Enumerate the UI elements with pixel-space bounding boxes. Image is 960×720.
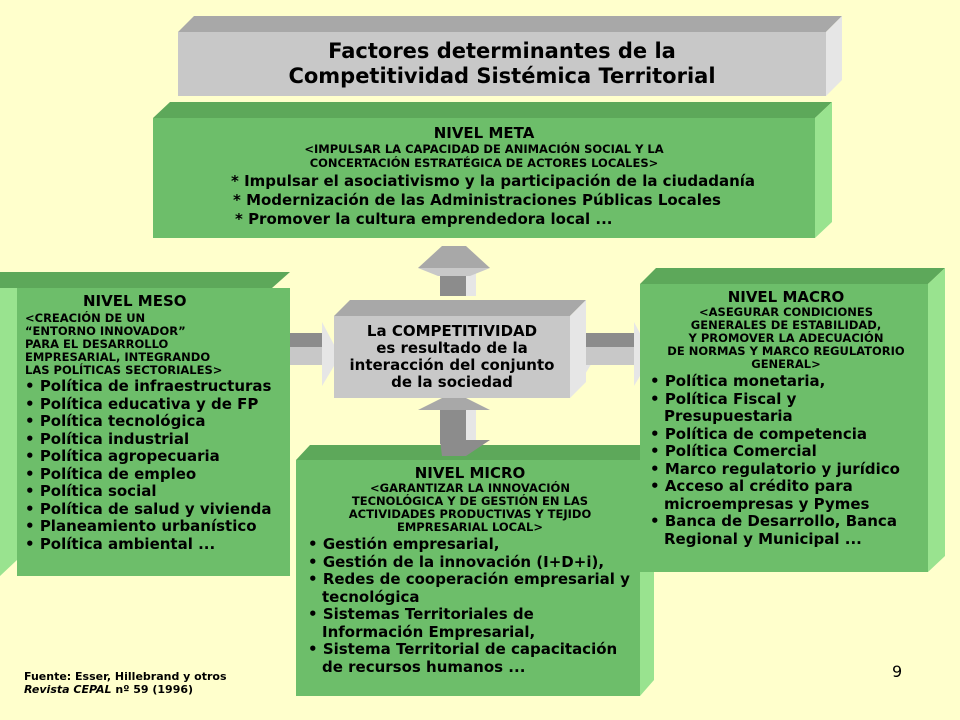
- macro-item: Banca de Desarrollo, Banca Regional y Mu…: [650, 512, 922, 548]
- micro-sub-3: ACTIVIDADES PRODUCTIVAS Y TEJIDO: [348, 507, 592, 521]
- macro-heading: NIVEL MACRO: [727, 288, 845, 306]
- meso-sub-1: <CREACIÓN DE UN: [25, 311, 146, 325]
- meso-sub-3: PARA EL DESARROLLO: [25, 337, 169, 351]
- meta-sub-2: CONCERTACIÓN ESTRATÉGICA DE ACTORES LOCA…: [309, 156, 659, 170]
- micro-item: Gestión de la innovación (I+D+i),: [308, 553, 632, 572]
- macro-sub-4: DE NORMAS Y MARCO REGULATORIO: [667, 344, 905, 358]
- meta-heading: NIVEL META: [433, 124, 535, 142]
- macro-box-side: [928, 268, 945, 572]
- macro-sub-3: Y PROMOVER LA ADECUACIÓN: [688, 331, 884, 345]
- meso-item: Política educativa y de FP: [25, 395, 290, 414]
- meso-heading: NIVEL MESO: [83, 292, 187, 310]
- meta-box-top: [153, 102, 832, 118]
- page-number: 9: [892, 662, 903, 681]
- macro-box-top: [640, 268, 945, 284]
- meta-item-2: * Modernización de las Administraciones …: [233, 191, 721, 209]
- title-line-2: Competitividad Sistémica Territorial: [288, 64, 716, 88]
- meso-item: Política tecnológica: [25, 412, 290, 431]
- center-line-3: interacción del conjunto: [349, 356, 555, 374]
- micro-item: Gestión empresarial,: [308, 535, 632, 554]
- source-note: Fuente: Esser, Hillebrand y otros Revist…: [24, 670, 227, 696]
- source-issue: nº 59 (1996): [111, 683, 194, 696]
- center-competitividad-box: La COMPETITIVIDAD es resultado de la int…: [334, 316, 570, 398]
- meta-box-side: [815, 102, 832, 238]
- micro-sub-2: TECNOLÓGICA Y DE GESTIÓN EN LAS: [351, 494, 589, 508]
- meso-item: Política agropecuaria: [25, 447, 290, 466]
- meso-box-side: [0, 288, 17, 576]
- meso-sub-4: EMPRESARIAL, INTEGRANDO: [25, 350, 211, 364]
- center-line-1: La COMPETITIVIDAD: [366, 322, 538, 340]
- meso-item: Política de salud y vivienda: [25, 500, 290, 519]
- center-line-2: es resultado de la: [376, 339, 528, 357]
- meso-sub-2: “ENTORNO INNOVADOR”: [25, 324, 186, 338]
- title-box-side: [826, 16, 842, 96]
- micro-box-top: [296, 445, 654, 460]
- meta-item-3: * Promover la cultura emprendedora local…: [235, 210, 613, 228]
- meso-item: Política de infraestructuras: [25, 377, 290, 396]
- macro-item: Política monetaria,: [650, 372, 922, 391]
- source-line-1: Fuente: Esser, Hillebrand y otros: [24, 670, 227, 683]
- macro-sub-2: GENERALES DE ESTABILIDAD,: [690, 318, 882, 332]
- macro-sub-1: <ASEGURAR CONDICIONES: [699, 305, 873, 319]
- macro-item: Acceso al crédito para microempresas y P…: [650, 477, 922, 513]
- macro-item: Política de competencia: [650, 425, 922, 444]
- meta-sub-1: <IMPULSAR LA CAPACIDAD DE ANIMACIÓN SOCI…: [304, 142, 664, 156]
- center-box-top: [334, 300, 586, 316]
- micro-heading: NIVEL MICRO: [414, 464, 526, 482]
- meta-item-1: * Impulsar el asociativismo y la partici…: [231, 172, 756, 190]
- arrow-center-micro-icon: [418, 398, 490, 456]
- nivel-macro-box: NIVEL MACRO <ASEGURAR CONDICIONES GENERA…: [640, 284, 928, 572]
- meso-item: Política social: [25, 482, 290, 501]
- arrow-meta-center-icon: [418, 246, 490, 296]
- meso-sub-5: LAS POLÍTICAS SECTORIALES>: [25, 363, 223, 377]
- meso-item: Planeamiento urbanístico: [25, 517, 290, 536]
- macro-item: Política Fiscal y Presupuestaria: [650, 390, 922, 426]
- nivel-micro-box: NIVEL MICRO <GARANTIZAR LA INNOVACIÓN TE…: [296, 460, 640, 696]
- title-line-1: Factores determinantes de la: [328, 39, 676, 63]
- source-journal: Revista CEPAL: [24, 683, 112, 696]
- micro-item: Sistemas Territoriales de Información Em…: [308, 605, 632, 641]
- title-box: Factores determinantes de la Competitivi…: [178, 32, 826, 96]
- nivel-meso-box: NIVEL MESO <CREACIÓN DE UN “ENTORNO INNO…: [17, 288, 290, 576]
- macro-item: Marco regulatorio y jurídico: [650, 460, 922, 479]
- center-line-4: de la sociedad: [391, 373, 513, 391]
- meso-box-top: [0, 272, 290, 288]
- micro-sub-1: <GARANTIZAR LA INNOVACIÓN: [370, 481, 570, 495]
- micro-item: Sistema Territorial de capacitación de r…: [308, 640, 632, 676]
- meso-item: Política ambiental ...: [25, 535, 290, 554]
- nivel-meta-box: NIVEL META <IMPULSAR LA CAPACIDAD DE ANI…: [153, 118, 815, 238]
- macro-item: Política Comercial: [650, 442, 922, 461]
- meso-item: Política industrial: [25, 430, 290, 449]
- micro-sub-4: EMPRESARIAL LOCAL>: [397, 520, 543, 534]
- micro-item: Redes de cooperación empresarial y tecno…: [308, 570, 632, 606]
- macro-sub-5: GENERAL>: [751, 357, 821, 371]
- meso-item: Política de empleo: [25, 465, 290, 484]
- title-box-top: [178, 16, 842, 32]
